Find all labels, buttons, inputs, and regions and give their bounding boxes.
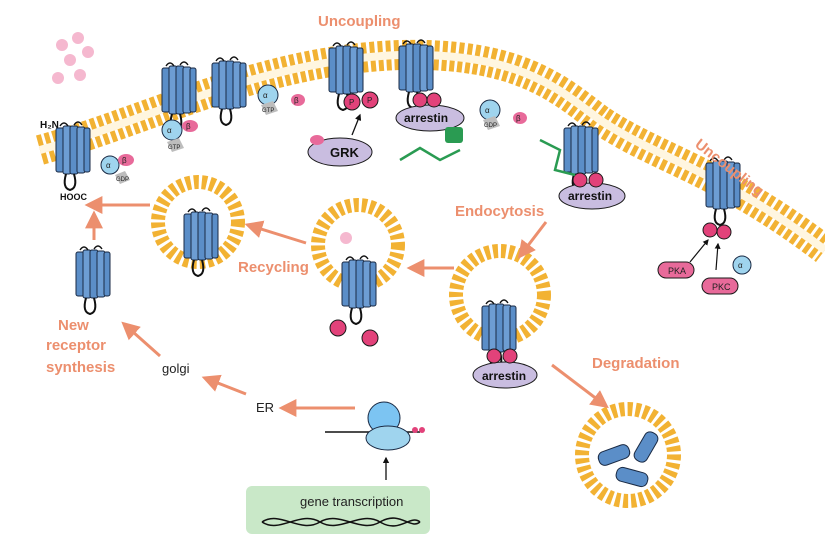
beta-label: β bbox=[186, 122, 191, 131]
phospho-label: P bbox=[367, 96, 372, 105]
uncoupling-top-label: Uncoupling bbox=[318, 13, 401, 30]
golgi-label: golgi bbox=[162, 361, 190, 376]
c-terminus-label: HOOC bbox=[60, 192, 88, 202]
gdp-label: GDP bbox=[116, 177, 129, 183]
phospho-group-grk: P P bbox=[343, 91, 379, 136]
beta-label: β bbox=[516, 114, 521, 123]
ribosome bbox=[325, 401, 425, 480]
receptor-3 bbox=[211, 56, 247, 126]
alpha-label: α bbox=[106, 161, 111, 170]
receptor-1 bbox=[55, 121, 91, 191]
arrestin-label: arrestin bbox=[482, 369, 526, 383]
n-terminus-label: H₂N bbox=[40, 120, 59, 131]
ligand-dots bbox=[52, 32, 94, 84]
g-protein-1: α β GDP bbox=[100, 154, 134, 184]
endocytosis-label: Endocytosis bbox=[455, 203, 544, 220]
gene-transcription-box: gene transcription bbox=[246, 486, 430, 534]
recycling-label: Recycling bbox=[238, 259, 309, 276]
pathway-arrows bbox=[84, 196, 609, 417]
phospho-label: P bbox=[349, 98, 354, 107]
grk-label: GRK bbox=[330, 145, 360, 160]
arrestin-label: arrestin bbox=[404, 111, 448, 125]
arrestin-label: arrestin bbox=[568, 189, 612, 203]
pkc-label: PKC bbox=[712, 282, 731, 292]
er-label: ER bbox=[256, 400, 274, 415]
vesicle-recycling-middle bbox=[311, 198, 405, 347]
alpha-label: α bbox=[167, 126, 172, 135]
gtp-label: GTP bbox=[168, 145, 180, 151]
gtp-label: GTP bbox=[262, 108, 274, 114]
vesicle-degradation bbox=[575, 402, 681, 508]
vesicle-recycling-left bbox=[151, 175, 245, 277]
vesicle-endocytosis: arrestin bbox=[449, 244, 551, 389]
arrestin-right: arrestin bbox=[539, 138, 626, 210]
beta-label: β bbox=[122, 156, 127, 165]
new-receptor-label-1: New bbox=[58, 317, 89, 334]
gene-transcription-label: gene transcription bbox=[300, 494, 403, 509]
alpha-label: α bbox=[485, 106, 490, 115]
g-protein-4: α GDP β bbox=[479, 99, 527, 130]
new-receptor-label-3: synthesis bbox=[46, 359, 115, 376]
arrestin-top: arrestin bbox=[395, 92, 465, 132]
phospho-group-pka-pkc: PKA PKC α bbox=[657, 222, 752, 295]
alpha-label: α bbox=[738, 261, 743, 270]
g-protein-3: α GTP β bbox=[257, 84, 305, 115]
new-receptor bbox=[75, 245, 111, 315]
degradation-label: Degradation bbox=[592, 355, 680, 372]
green-molecule bbox=[399, 127, 463, 162]
grk-kinase: GRK bbox=[307, 135, 373, 167]
beta-label: β bbox=[294, 96, 299, 105]
gdp-label: GDP bbox=[484, 123, 497, 129]
g-protein-2: α β GTP bbox=[161, 119, 198, 152]
alpha-label: α bbox=[263, 91, 268, 100]
new-receptor-label-2: receptor bbox=[46, 337, 106, 354]
pka-label: PKA bbox=[668, 266, 686, 276]
